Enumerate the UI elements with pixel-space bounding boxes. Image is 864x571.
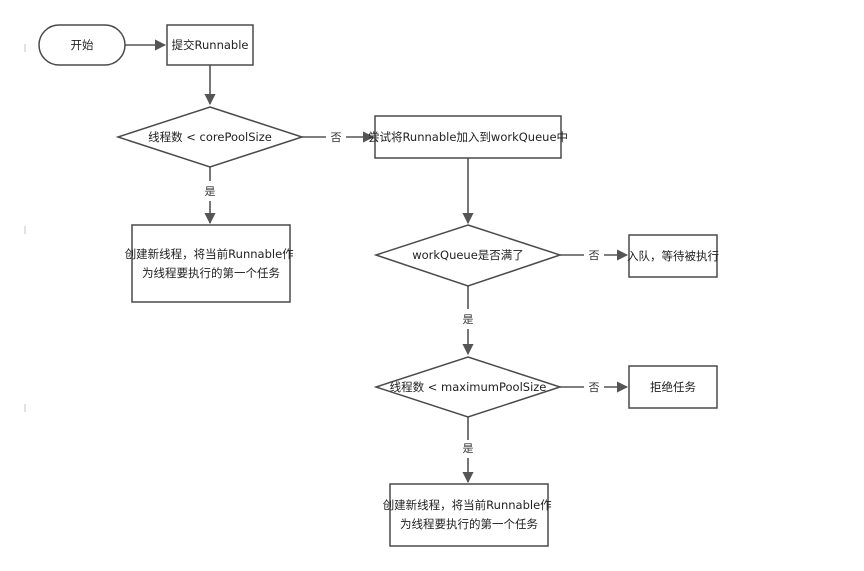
check-queue-decision-shape xyxy=(373,224,563,287)
start-label: 开始 xyxy=(71,38,94,52)
create-max-label: 创建新线程，将当前Runnable作 为线程要执行的第一个任务 xyxy=(383,498,556,531)
start-terminal-shape xyxy=(38,24,126,66)
create-core-label: 创建新线程，将当前Runnable作 为线程要执行的第一个任务 xyxy=(125,247,298,280)
check-core-label: 线程数 < corePoolSize xyxy=(148,130,272,144)
submit-process-shape xyxy=(166,24,254,66)
enqueue-process-shape xyxy=(628,234,718,278)
node-try-queue: 尝试将Runnable加入到workQueue中 xyxy=(368,115,568,159)
edge-label-max-no: 否 xyxy=(589,381,600,394)
create-core-process-shape xyxy=(131,224,291,303)
create-max-process-shape xyxy=(389,483,549,547)
check-max-label: 线程数 < maximumPoolSize xyxy=(390,380,547,394)
reject-label: 拒绝任务 xyxy=(650,380,696,394)
edge-label-core-no: 否 xyxy=(331,131,342,144)
node-check-core: 线程数 < corePoolSize xyxy=(115,106,305,168)
node-create-max: 创建新线程，将当前Runnable作 为线程要执行的第一个任务 xyxy=(383,483,556,547)
create-core-line-2: 为线程要执行的第一个任务 xyxy=(142,266,280,280)
reject-process-shape xyxy=(628,365,718,409)
margin-mark xyxy=(24,44,26,52)
edge-label-queue-yes: 是 xyxy=(463,313,474,326)
node-check-queue: workQueue是否满了 xyxy=(373,224,563,287)
margin-mark xyxy=(24,404,26,412)
submit-label: 提交Runnable xyxy=(172,38,249,52)
enqueue-label: 入队，等待被执行 xyxy=(627,249,719,263)
node-reject: 拒绝任务 xyxy=(628,365,718,409)
node-submit: 提交Runnable xyxy=(166,24,254,66)
edge-label-queue-no: 否 xyxy=(589,249,600,262)
create-max-line-1: 创建新线程，将当前Runnable作 xyxy=(383,498,552,512)
edge-label-max-yes: 是 xyxy=(463,442,474,455)
margin-mark xyxy=(24,226,26,234)
node-create-core: 创建新线程，将当前Runnable作 为线程要执行的第一个任务 xyxy=(125,224,298,303)
try-queue-label: 尝试将Runnable加入到workQueue中 xyxy=(368,130,568,144)
node-enqueue: 入队，等待被执行 xyxy=(627,234,719,278)
create-max-line-2: 为线程要执行的第一个任务 xyxy=(400,517,538,531)
check-queue-label: workQueue是否满了 xyxy=(412,248,524,262)
edge-label-core-yes: 是 xyxy=(205,185,216,198)
node-check-max: 线程数 < maximumPoolSize xyxy=(373,356,563,418)
try-queue-process-shape xyxy=(374,115,562,159)
create-core-line-1: 创建新线程，将当前Runnable作 xyxy=(125,247,294,261)
node-start: 开始 xyxy=(38,24,126,66)
check-core-decision-shape xyxy=(115,106,305,168)
check-max-decision-shape xyxy=(373,356,563,418)
